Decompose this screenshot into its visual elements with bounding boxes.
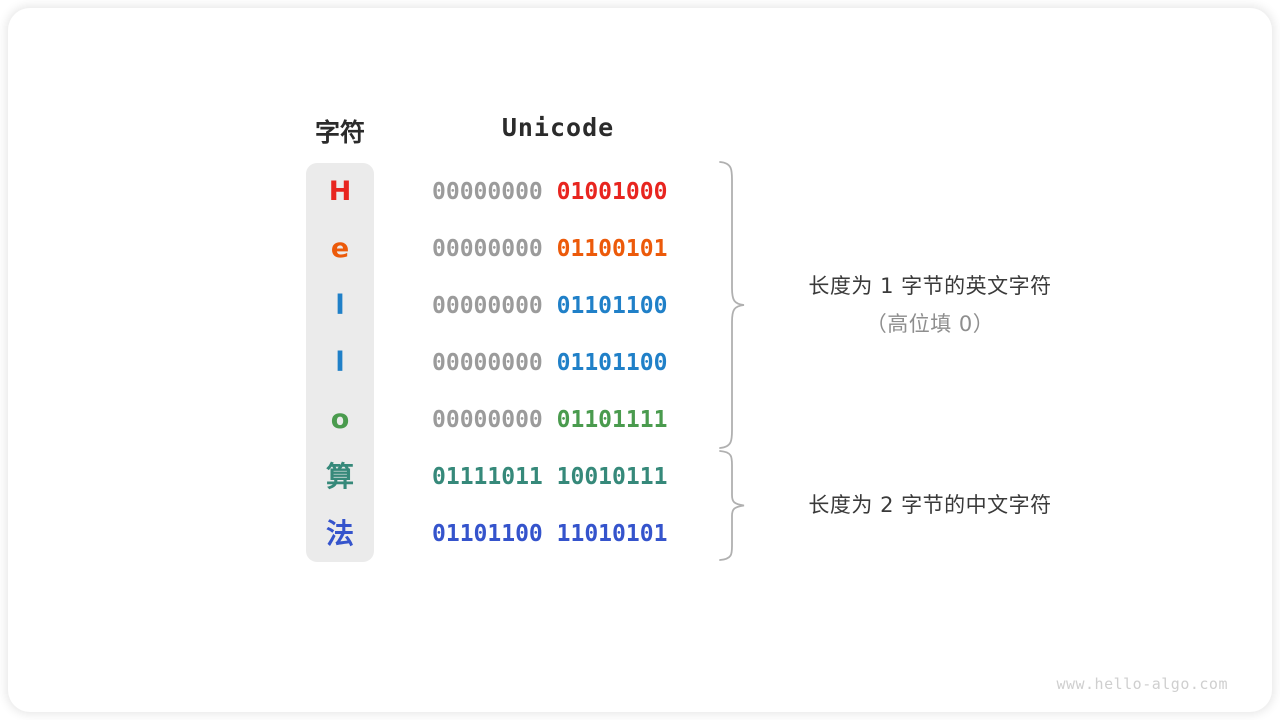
unicode-high-byte: 00000000 xyxy=(432,179,543,205)
annotation-two-byte: 长度为 2 字节的中文字符 xyxy=(770,489,1090,519)
char-cell: o xyxy=(330,404,350,435)
unicode-bits: 00000000 01001000 xyxy=(432,172,684,212)
unicode-high-byte: 00000000 xyxy=(432,350,543,376)
annotation-one-byte-sub: （高位填 0） xyxy=(865,312,995,336)
unicode-low-byte: 10010111 xyxy=(556,464,668,490)
column-header-char: 字符 xyxy=(314,118,365,147)
char-cell: l xyxy=(335,290,345,321)
unicode-bits: 00000000 01101100 xyxy=(432,286,684,326)
unicode-low-byte: 01001000 xyxy=(556,179,668,205)
unicode-low-byte: 01100101 xyxy=(556,236,668,262)
unicode-bits: 01101100 11010101 xyxy=(432,514,684,554)
annotation-one-byte: 长度为 1 字节的英文字符 （高位填 0） xyxy=(770,270,1090,338)
char-cell: l xyxy=(335,347,345,378)
unicode-bits: 01111011 10010111 xyxy=(432,457,684,497)
card-surface xyxy=(8,8,1272,712)
annotation-one-byte-main: 长度为 1 字节的英文字符 xyxy=(808,274,1052,298)
unicode-bits: 00000000 01100101 xyxy=(432,229,684,269)
unicode-low-byte: 01101100 xyxy=(556,293,668,319)
annotation-two-byte-main: 长度为 2 字节的中文字符 xyxy=(808,493,1052,517)
column-header-unicode: Unicode xyxy=(501,113,615,142)
unicode-low-byte: 01101111 xyxy=(556,407,668,433)
char-column-panel xyxy=(306,163,374,562)
unicode-low-byte: 11010101 xyxy=(556,521,668,547)
unicode-bits: 00000000 01101111 xyxy=(432,400,684,440)
char-cell: H xyxy=(328,176,352,207)
unicode-high-byte: 00000000 xyxy=(432,293,543,319)
unicode-high-byte: 00000000 xyxy=(432,407,543,433)
unicode-high-byte: 00000000 xyxy=(432,236,543,262)
watermark-url: www.hello-algo.com xyxy=(1056,675,1228,693)
unicode-high-byte: 01111011 xyxy=(432,464,543,490)
unicode-low-byte: 01101100 xyxy=(556,350,668,376)
char-cell: e xyxy=(330,233,350,264)
char-cell: 法 xyxy=(325,517,354,550)
unicode-high-byte: 01101100 xyxy=(432,521,543,547)
unicode-bits: 00000000 01101100 xyxy=(432,343,684,383)
char-cell: 算 xyxy=(325,460,354,493)
